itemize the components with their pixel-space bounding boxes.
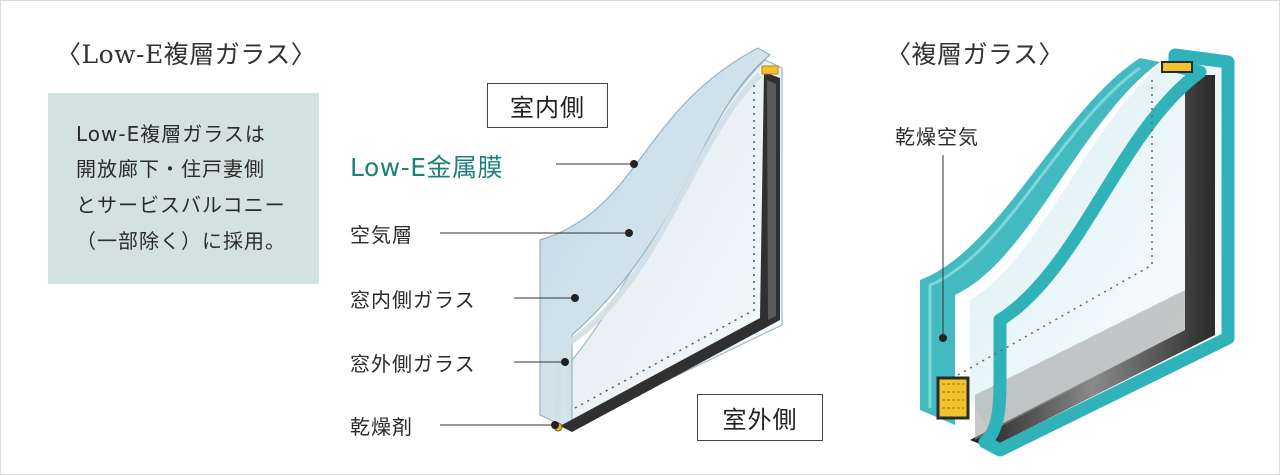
- back-pane-edge: [978, 48, 1235, 457]
- note-line-3: とサービスバルコニー: [76, 193, 286, 217]
- left-leader-dots: [551, 160, 638, 429]
- indoor-side-tag: 室内側: [487, 83, 608, 128]
- lowe-glass-illustration: [539, 47, 783, 432]
- outdoor-side-tag: 室外側: [697, 394, 823, 441]
- left-leader-lines: [440, 163, 634, 426]
- spacer-interior: [970, 75, 1215, 448]
- air-layer-label: 空気層: [350, 223, 413, 247]
- inner-glass-label: 窓内側ガラス: [350, 288, 476, 312]
- lowe-film-edge: [555, 72, 763, 420]
- desiccant-holes: [574, 85, 755, 409]
- lowe-film-label: Low-E金属膜: [350, 153, 504, 182]
- left-figure-heading: 〈Low-E複層ガラス〉: [56, 40, 317, 69]
- note-line-1: Low-E複層ガラスは: [76, 122, 266, 146]
- desiccant-top: [761, 65, 779, 75]
- dry-air-label: 乾燥空気: [895, 125, 979, 149]
- outer-glass-label: 窓外側ガラス: [350, 352, 476, 376]
- desiccant-label: 乾燥剤: [350, 415, 413, 439]
- note-line-4: （一部除く）に採用。: [76, 229, 286, 253]
- spacer-frame: [560, 72, 780, 432]
- note-line-2: 開放廊下・住戸妻側: [76, 157, 265, 181]
- outer-pane: [539, 47, 772, 431]
- double-glass-illustration: [920, 48, 1235, 457]
- right-figure-heading: 〈複層ガラス〉: [886, 40, 1065, 69]
- note-box: Low-E複層ガラスは 開放廊下・住戸妻側 とサービスバルコニー （一部除く）に…: [48, 93, 319, 284]
